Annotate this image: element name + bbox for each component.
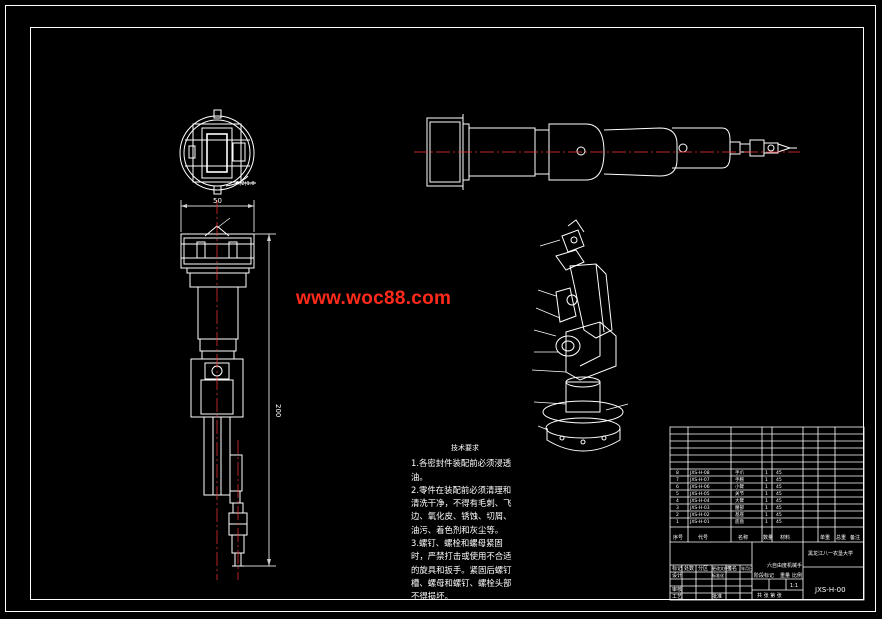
bom-cell: 45 [776,477,782,483]
bom-row-seq: 6 [676,484,679,490]
bom-cell: 1 [765,477,768,483]
bom-cell: 45 [776,491,782,497]
bom-header-name: 名称 [738,534,748,541]
bom-row-seq: 8 [676,470,679,476]
bom-cell: 45 [776,519,782,525]
bom-cell: 45 [776,498,782,504]
bom-row-seq: 1 [676,519,679,525]
isometric-view [531,219,629,452]
bom-cell: 1 [765,498,768,504]
drawing-border-inner [30,27,864,600]
label-signature: 签名 [727,565,737,572]
front-elevation [180,200,276,567]
bom-header-code: 代号 [698,534,708,541]
bom-cell: 腰部 [735,504,744,511]
drawing-number: JXS-H-00 [814,586,846,594]
technical-requirement-item: 1.各密封件装配前必须浸透油。 [411,458,512,482]
section-label: A(2)1:0 [236,181,255,187]
bom-cell: 45 [776,512,782,518]
label-standardize: 标准化 [712,572,724,578]
label-sheet: 共 张 第 张 [757,592,782,599]
drawing-name: 六自由度机械手 [767,562,802,569]
bom-header-total-weight: 总重 [836,534,846,541]
label-mark: 标记 [672,565,682,572]
bom-cell: 大臂 [735,497,744,504]
bom-cell: 1 [765,491,768,497]
bom-cell: JXS-H-03 [689,505,710,511]
bom-cell: 1 [765,484,768,490]
bom-cell: 1 [765,505,768,511]
bom-header-remark: 备注 [850,534,860,541]
technical-requirements-title: 技术要求 [451,444,479,452]
school-name: 黑龙江八一农垦大学 [808,550,853,557]
bom-cell: JXS-H-06 [689,484,710,490]
bom-cell: JXS-H-07 [689,477,710,483]
bom-header-seq: 序号 [673,534,683,541]
bom-row-seq: 2 [676,512,679,518]
bom-cell: JXS-H-05 [689,491,710,497]
bom-cell: 关节 [735,490,744,497]
bom-cell: JXS-H-01 [689,519,710,525]
bom-row-seq: 5 [676,491,679,497]
label-design: 设计 [672,572,682,579]
bom-cell: 底盘 [735,518,744,525]
front-center-line [216,200,239,580]
technical-requirement-item: 2.零件在装配前必须清理和清洗干净，不得有毛刺、飞边、氧化皮、锈蚀、切屑、油污、… [411,484,512,535]
bom-cell: 45 [776,484,782,490]
bom-cell: 1 [765,470,768,476]
title-block-labels: 黑龙江八一农垦大学 六自由度机械手 JXS-H-00 标记 处数 分区 更改文件… [672,550,853,600]
bom-header-material: 材料 [780,534,790,541]
bom-header: 序号 代号 名称 数量 材料 单重 总重 备注 [673,534,860,541]
label-division: 分区 [698,565,708,572]
bom-cell: 基座 [735,511,744,518]
label-scale-value: 1:1 [790,583,798,589]
bom-cell: 1 [765,512,768,518]
label-stage-mark: 阶段标记 [754,572,774,579]
bom-row-seq: 7 [676,477,679,483]
label-scale: 比例 [792,572,802,579]
bom-row-seq: 4 [676,498,679,504]
label-count: 处数 [684,565,694,572]
bom-cell: 手腕 [735,476,744,483]
label-weight: 重量 [780,572,790,579]
bom-header-qty: 数量 [763,534,773,541]
label-change-doc: 更改文件号 [712,565,732,571]
label-check: 审核 [672,586,682,593]
width-dimension-label: 50 [213,197,222,205]
label-approve: 批准 [712,593,722,600]
bom-cell: 手爪 [735,469,744,476]
bom-cell: JXS-H-04 [689,498,710,504]
bom-header-unit-weight: 单重 [820,534,830,541]
bom-cell: 小臂 [735,483,744,490]
height-dimension-label: 200 [274,404,282,417]
bom-cell: 1 [765,519,768,525]
bom-cell: 45 [776,505,782,511]
bom-cell: JXS-H-08 [689,470,710,476]
label-date: 年月日 [741,565,753,571]
bom-cell: 45 [776,470,782,476]
technical-requirements: 技术要求 1.各密封件装配前必须浸透油。 2.零件在装配前必须清理和清洗干净，不… [411,442,519,604]
watermark-text: www.woc88.com [296,288,452,309]
title-block-grid [669,426,865,601]
technical-requirement-item: 3.螺钉、螺栓和螺母紧固时，严禁打击或使用不合适的旋具和扳手。紧固后螺钉槽、螺母… [411,538,512,602]
drawing-border-outer [5,5,876,612]
bom-row-seq: 3 [676,505,679,511]
label-process: 工艺 [672,594,682,600]
end-view [179,109,256,195]
bom-cell: JXS-H-02 [689,512,710,518]
